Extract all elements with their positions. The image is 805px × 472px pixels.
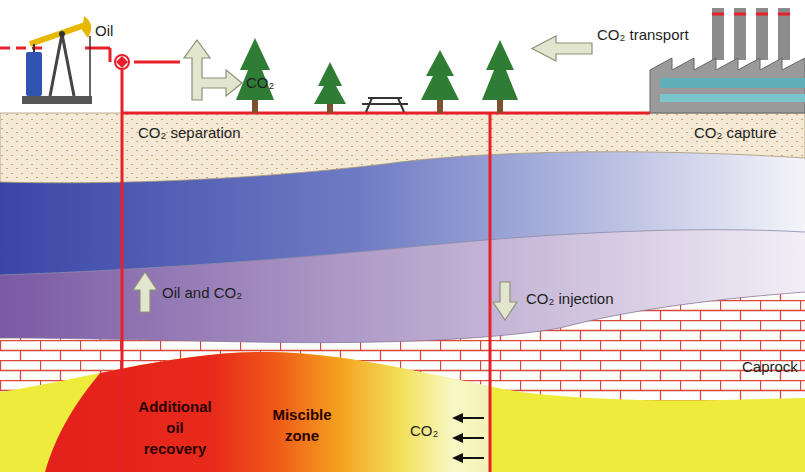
separator-symbol <box>115 55 129 69</box>
miscible-zone <box>45 330 490 472</box>
pump-jack <box>22 16 92 104</box>
emission-label: CO₂ <box>246 74 274 92</box>
product-label: Oil <box>95 22 113 40</box>
co2-flow-arrow <box>452 413 484 463</box>
flow-label: CO₂ <box>410 422 438 440</box>
flow-label: Oil and CO₂ <box>162 284 242 302</box>
tree <box>236 38 518 113</box>
production-arrow <box>133 272 157 312</box>
process-label: CO₂ transport <box>597 26 689 44</box>
process-label: CO₂ capture <box>694 124 777 142</box>
pipeline <box>122 62 650 472</box>
power-plant <box>650 8 805 113</box>
oil-pipe <box>0 47 45 50</box>
injection-arrow <box>493 282 517 320</box>
transport-arrow <box>532 36 592 61</box>
co2-release-arrow <box>184 40 242 100</box>
picnic-table <box>362 98 408 112</box>
zone-label: Additional oil recovery <box>135 396 215 459</box>
zone-label: Miscible zone <box>262 404 342 446</box>
flow-label: CO₂ injection <box>526 290 614 308</box>
layer-label: Caprock <box>742 358 798 376</box>
process-label: CO₂ separation <box>138 124 241 142</box>
